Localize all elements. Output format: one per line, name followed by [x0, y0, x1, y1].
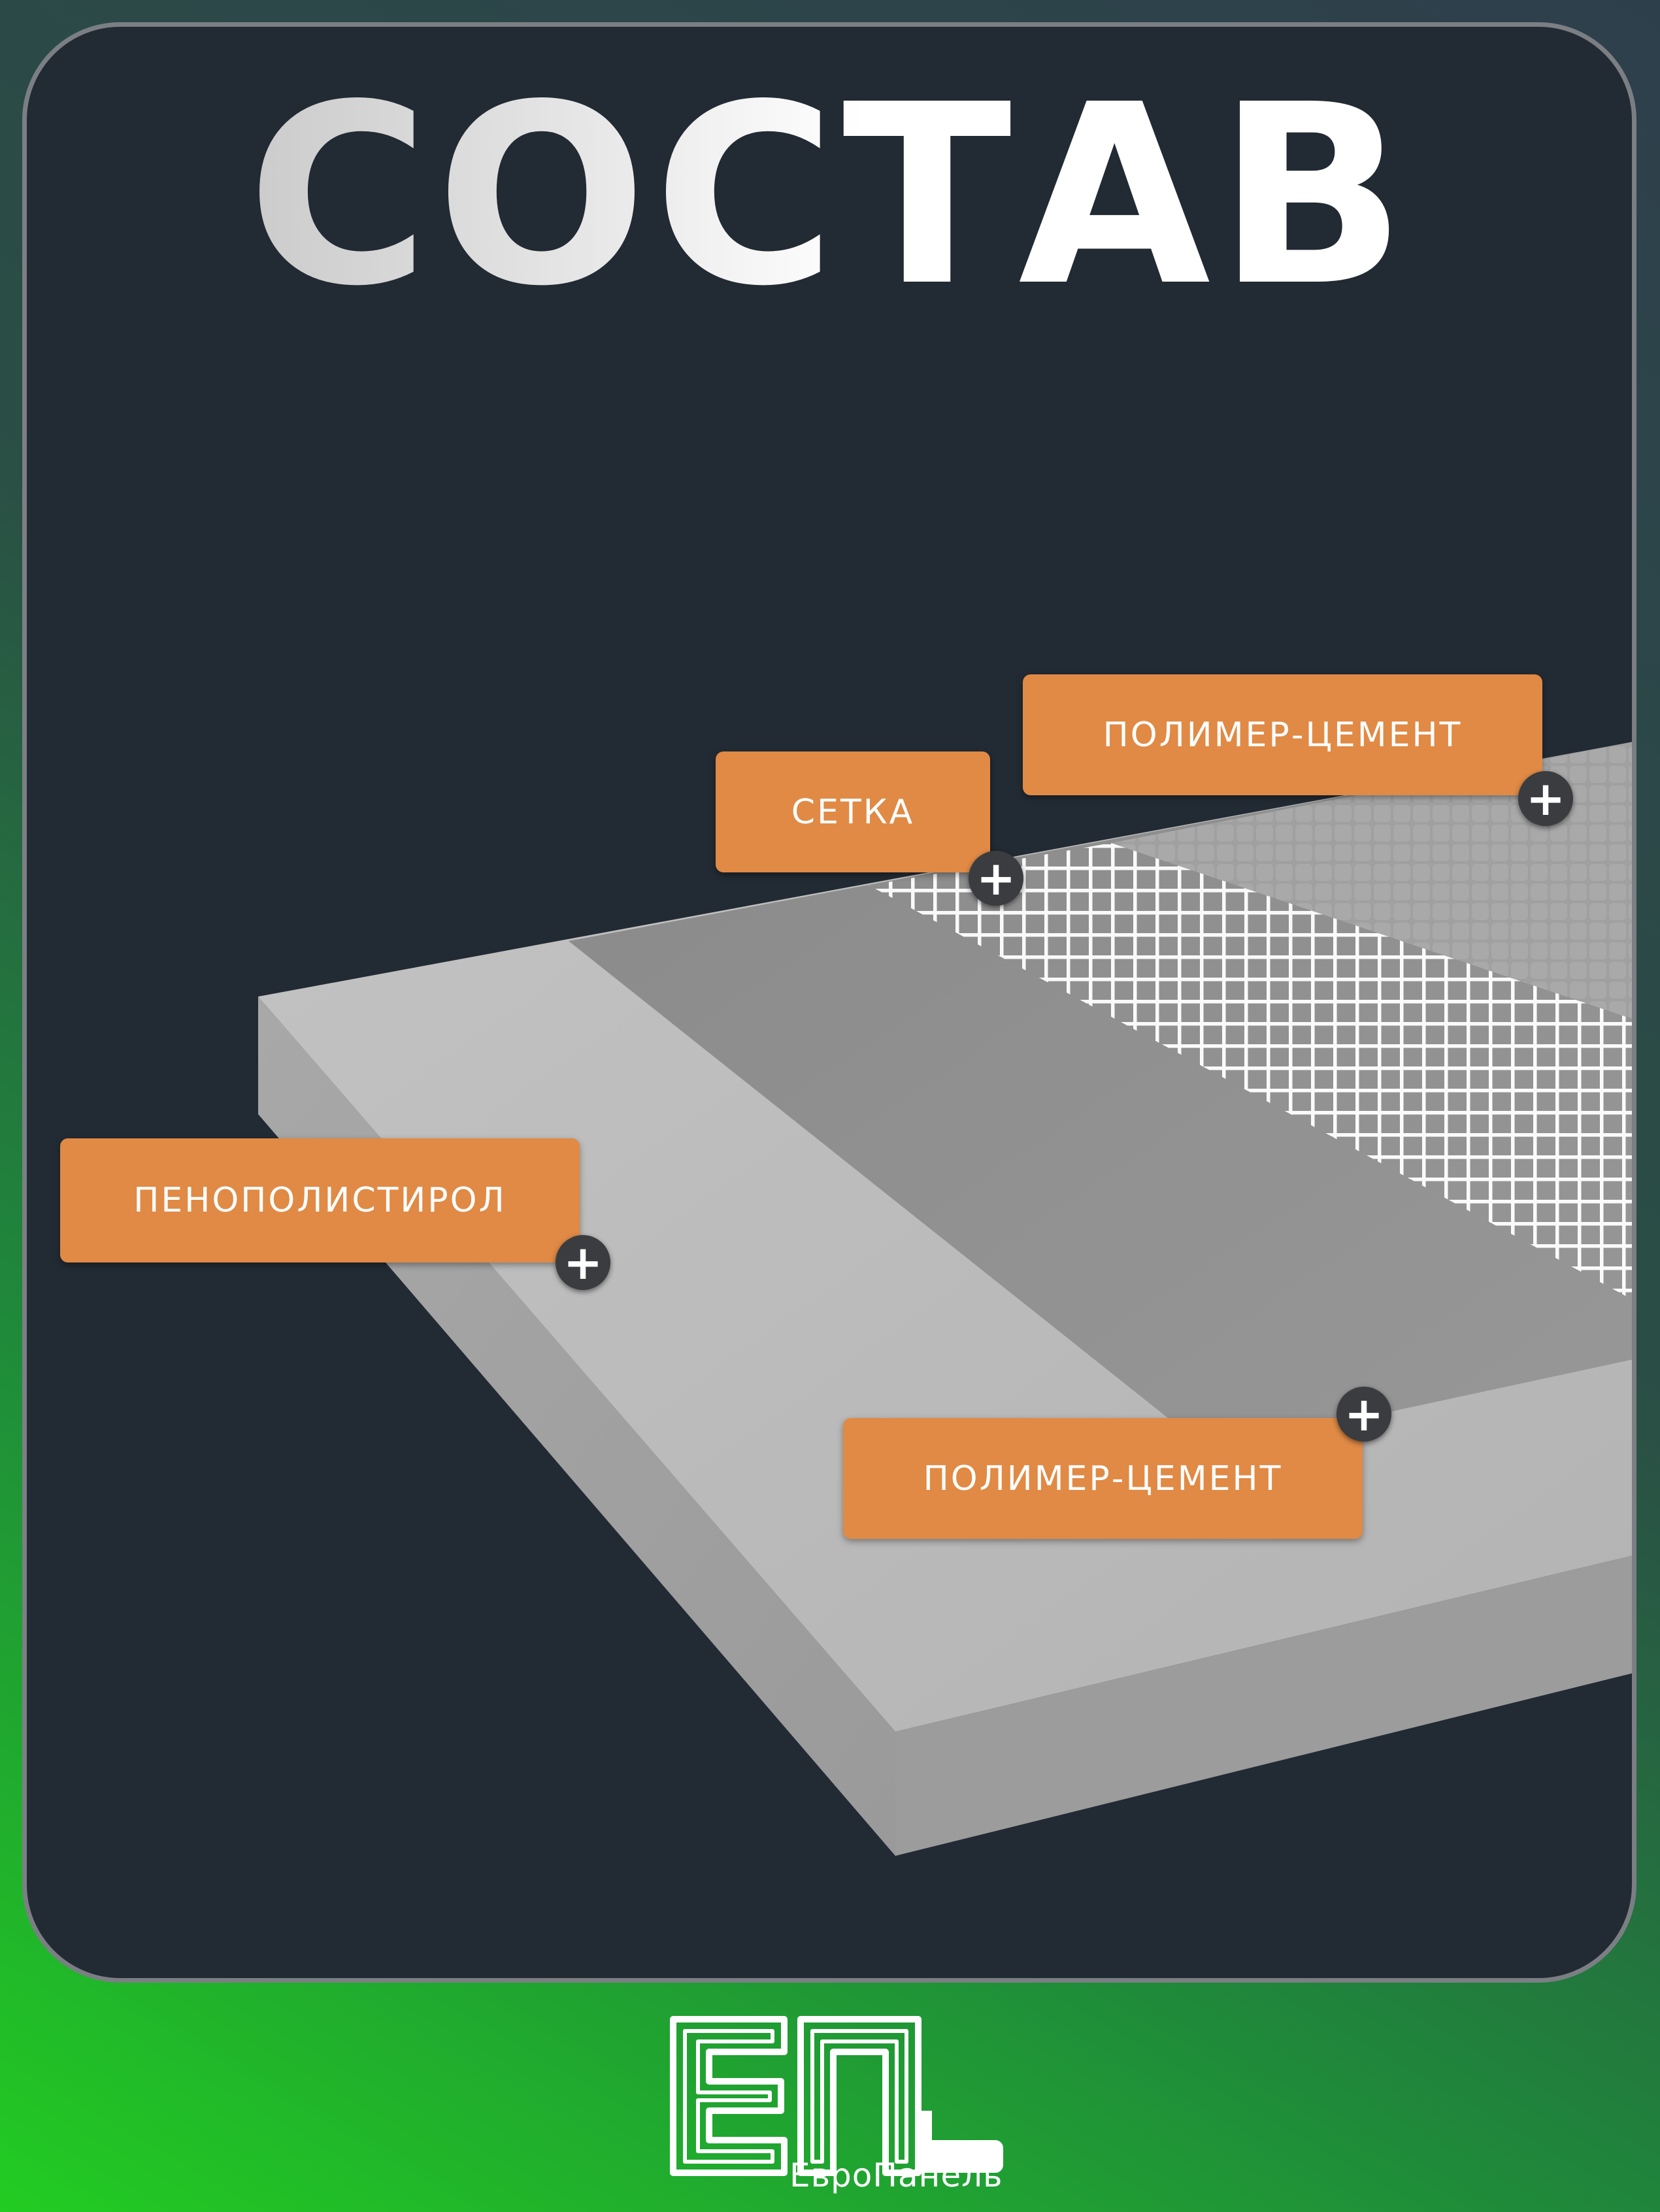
label-cement-bottom[interactable]: ПОЛИМЕР-ЦЕМЕНТ — [843, 1418, 1363, 1539]
panel-front-edge — [895, 1555, 1632, 1856]
europanel-logo-icon — [670, 2016, 1003, 2176]
plus-icon[interactable]: + — [556, 1235, 610, 1290]
logo-wordmark: ЕвроПанель — [789, 2156, 1003, 2194]
mesh-layer — [869, 843, 1632, 1300]
label-cement-top[interactable]: ПОЛИМЕР-ЦЕМЕНТ — [1023, 674, 1542, 795]
plus-icon[interactable]: + — [1518, 771, 1573, 826]
cement-layer-upper — [1111, 742, 1632, 1019]
plus-icon[interactable]: + — [1336, 1387, 1391, 1442]
label-mesh[interactable]: СЕТКА — [716, 751, 990, 872]
page-title: СОСТАВ — [0, 72, 1660, 320]
label-foam[interactable]: ПЕНОПОЛИСТИРОЛ — [60, 1138, 580, 1263]
plus-icon[interactable]: + — [969, 851, 1023, 906]
